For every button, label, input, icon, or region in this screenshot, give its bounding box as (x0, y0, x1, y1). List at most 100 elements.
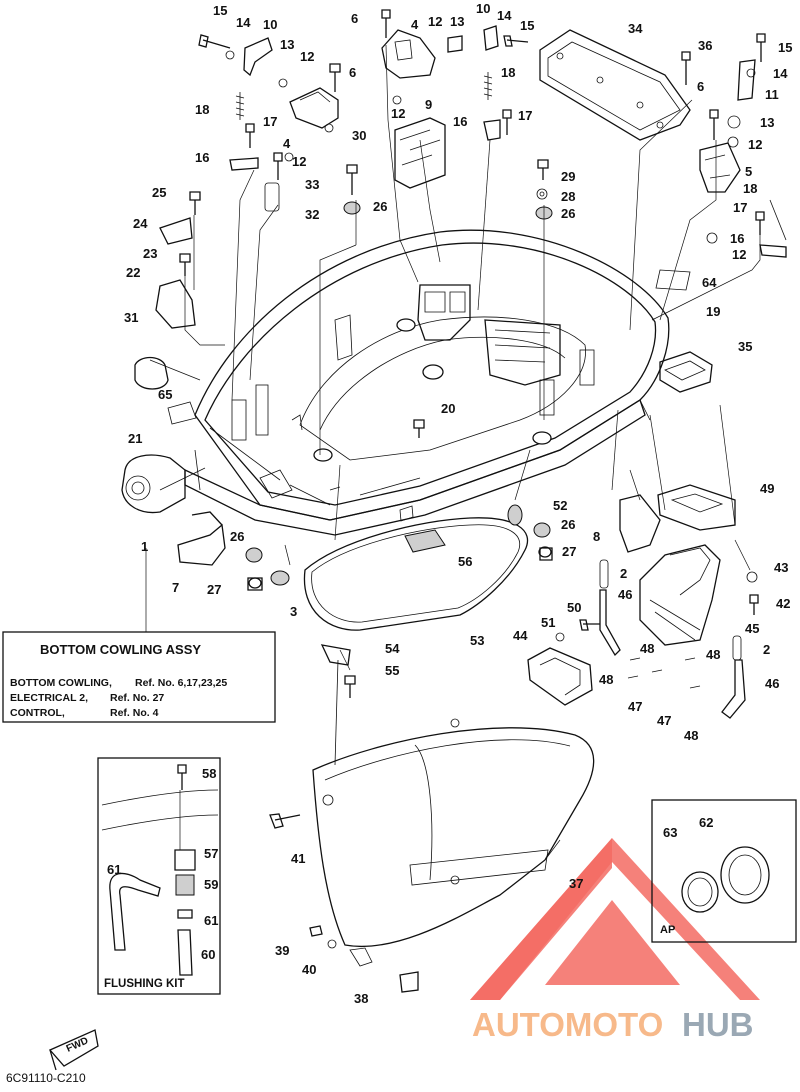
callout-55: 55 (385, 663, 399, 678)
seal-53 (303, 517, 529, 631)
part-27a (247, 577, 263, 591)
callout-12: 12 (391, 106, 405, 121)
callout-65: 65 (158, 387, 172, 402)
callout-18: 18 (501, 65, 515, 80)
callout-48: 48 (640, 641, 654, 656)
callout-14: 14 (236, 15, 251, 30)
callout-54: 54 (385, 641, 400, 656)
watermark-text-2: HUB (682, 1006, 754, 1043)
callout-27: 27 (207, 582, 221, 597)
callout-20: 20 (441, 401, 455, 416)
ap-label: AP (660, 924, 675, 936)
callout-26: 26 (230, 529, 244, 544)
callout-45: 45 (745, 621, 759, 636)
callout-13: 13 (280, 37, 294, 52)
ap-box: AP (651, 799, 797, 943)
watermark: AUTOMOTO HUB (470, 838, 760, 1043)
assembly-line-3-name: CONTROL, (10, 707, 65, 719)
callout-8: 8 (593, 529, 600, 544)
callout-4: 4 (283, 136, 291, 151)
callout-3: 3 (290, 604, 297, 619)
watermark-logo (470, 838, 760, 1000)
hose-46b (721, 659, 746, 719)
callout-64: 64 (702, 275, 717, 290)
callout-34: 34 (628, 21, 643, 36)
callout-40: 40 (302, 962, 316, 977)
sleeve-32 (264, 182, 280, 212)
tube-2a (599, 559, 609, 589)
assembly-line-3-ref: Ref. No. 4 (110, 707, 159, 719)
callout-26: 26 (561, 206, 575, 221)
bracket-9 (394, 117, 446, 189)
part-44 (527, 647, 593, 706)
assembly-line-1-name: BOTTOM COWLING, (10, 677, 112, 689)
bolts (177, 9, 766, 937)
grommets (245, 201, 553, 589)
callout-12: 12 (428, 14, 442, 29)
callout-41: 41 (291, 851, 305, 866)
callout-52: 52 (553, 498, 567, 513)
assembly-line-2-ref: Ref. No. 27 (110, 692, 164, 704)
callout-15: 15 (778, 40, 792, 55)
callout-39: 39 (275, 943, 289, 958)
part-31 (134, 356, 169, 390)
part-8 (619, 494, 661, 553)
callout-27: 27 (562, 544, 576, 559)
part-56 (404, 529, 446, 553)
callout-2: 2 (763, 642, 770, 657)
callout-19: 19 (706, 304, 720, 319)
label-64 (655, 269, 691, 291)
callout-12: 12 (300, 49, 314, 64)
watermark-text-1: AUTOMOTO (472, 1006, 663, 1043)
callout-17: 17 (263, 114, 277, 129)
fwd-label: FWD (65, 1035, 90, 1054)
callout-46: 46 (765, 676, 779, 691)
callout-46: 46 (618, 587, 632, 602)
callout-26: 26 (561, 517, 575, 532)
assembly-title: BOTTOM COWLING ASSY (40, 642, 201, 657)
callout-12: 12 (732, 247, 746, 262)
bottom-cowling-tray (184, 229, 670, 536)
part-38 (399, 971, 419, 993)
connector-21 (121, 454, 186, 514)
callout-9: 9 (425, 97, 432, 112)
callout-48: 48 (684, 728, 698, 743)
callout-53: 53 (470, 633, 484, 648)
callout-6: 6 (697, 79, 704, 94)
callout-10: 10 (263, 17, 277, 32)
flushing-kit-box: FLUSHING KIT (97, 757, 221, 995)
callout-25: 25 (152, 185, 166, 200)
callout-21: 21 (128, 431, 142, 446)
callout-48: 48 (706, 647, 720, 662)
fwd-arrow: FWD (48, 1029, 99, 1071)
callout-43: 43 (774, 560, 788, 575)
callout-35: 35 (738, 339, 752, 354)
callout-16: 16 (730, 231, 744, 246)
callout-12: 12 (748, 137, 762, 152)
callout-labels: 1 2 2 3 4 4 5 6 6 6 7 8 9 10 10 11 12 12… (107, 1, 792, 1006)
callout-17: 17 (733, 200, 747, 215)
callout-56: 56 (458, 554, 472, 569)
callout-5: 5 (745, 164, 752, 179)
callout-18: 18 (195, 102, 209, 117)
assembly-line-1-ref: Ref. No. 6,17,23,25 (135, 677, 227, 689)
callout-6: 6 (349, 65, 356, 80)
callout-58: 58 (202, 766, 216, 781)
callout-22: 22 (126, 265, 140, 280)
callout-42: 42 (776, 596, 790, 611)
callout-28: 28 (561, 189, 575, 204)
callout-37: 37 (569, 876, 583, 891)
cover-34 (539, 29, 691, 141)
callout-47: 47 (628, 699, 642, 714)
callout-12: 12 (292, 154, 306, 169)
callout-26: 26 (373, 199, 387, 214)
callout-16: 16 (453, 114, 467, 129)
callout-13: 13 (760, 115, 774, 130)
callout-47: 47 (657, 713, 671, 728)
callout-60: 60 (201, 947, 215, 962)
callout-61: 61 (107, 862, 121, 877)
callout-18: 18 (743, 181, 757, 196)
callout-14: 14 (497, 8, 512, 23)
part-7 (177, 523, 226, 566)
